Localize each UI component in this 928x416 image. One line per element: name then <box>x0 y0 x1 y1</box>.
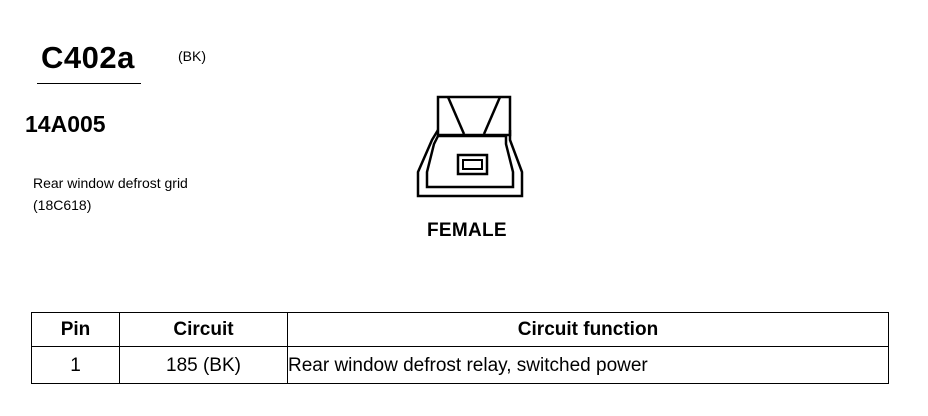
pin-table: Pin Circuit Circuit function 1 185 (BK) … <box>31 312 889 384</box>
circuit-function-cell: Rear window defrost relay, switched powe… <box>287 346 889 384</box>
connector-body-inner <box>425 134 515 189</box>
connector-color: (BK) <box>178 48 206 64</box>
latch-right-line <box>482 96 502 135</box>
column-header-pin: Pin <box>31 312 120 347</box>
terminal-cavity-inner <box>462 159 483 170</box>
connector-id-underline <box>37 83 141 84</box>
pin-cell: 1 <box>31 346 120 384</box>
table-row: 1 185 (BK) Rear window defrost relay, sw… <box>31 346 889 384</box>
latch-left-line <box>446 96 466 135</box>
component-ref: (18C618) <box>33 197 92 213</box>
connector-face-diagram <box>416 95 524 198</box>
component-name: Rear window defrost grid <box>33 175 188 191</box>
terminal-cavity-outer <box>456 153 489 176</box>
connector-latch <box>436 95 512 137</box>
part-number: 14A005 <box>25 111 106 137</box>
table-header-row: Pin Circuit Circuit function <box>31 312 889 347</box>
column-header-circuit-function: Circuit function <box>287 312 889 347</box>
circuit-cell: 185 (BK) <box>119 346 288 384</box>
connector-gender-label: FEMALE <box>427 220 507 241</box>
connector-body-outer <box>416 129 524 198</box>
column-header-circuit: Circuit <box>119 312 288 347</box>
connector-id: C402a <box>41 40 135 75</box>
